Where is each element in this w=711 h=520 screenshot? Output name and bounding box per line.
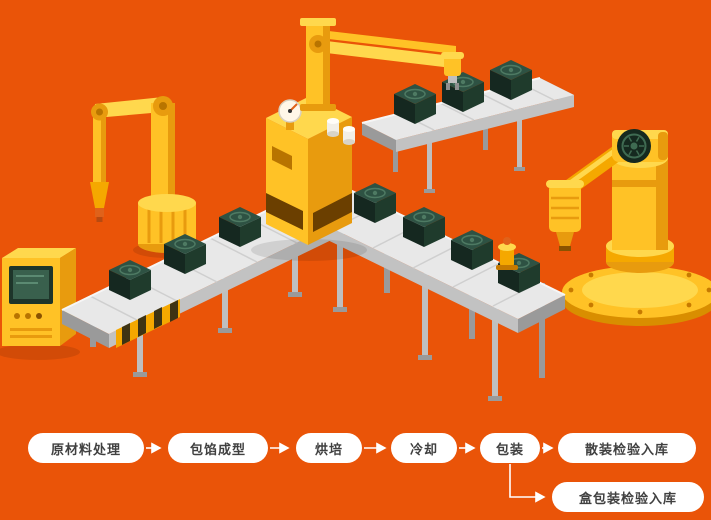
flow-node-filling-forming: 包馅成型 [168, 433, 268, 463]
packing-robot-arm [546, 129, 711, 326]
oven-entry-opening [266, 193, 303, 230]
motor-fan-disc-icon [617, 129, 651, 163]
oven-exit-opening [313, 193, 352, 232]
flow-node-packaging: 包装 [480, 433, 540, 463]
flow-node-raw-material-processing: 原材料处理 [28, 433, 144, 463]
valve-unit [496, 237, 518, 270]
raw-material-robot-arm [90, 96, 201, 258]
flow-node-box-inspection-storage: 盒包装检验入库 [552, 482, 704, 512]
flow-node-cooling: 冷却 [391, 433, 457, 463]
hazard-stripe-panel [116, 299, 180, 348]
process-flowchart: 原材料处理 包馅成型 烘培 冷却 包装 散装检验入库 盒包装检验入库 [0, 420, 711, 520]
oven-panel [272, 146, 292, 170]
console-button [36, 313, 42, 319]
overhead-gantry-arm [300, 18, 464, 111]
baking-oven [251, 96, 367, 261]
robot-wrist-gripper [546, 180, 584, 251]
flow-node-baking: 烘培 [296, 433, 362, 463]
factory-illustration [0, 18, 711, 401]
flow-connectors [146, 442, 554, 503]
flow-node-bulk-inspection-storage: 散装检验入库 [558, 433, 696, 463]
filter-cylinders-icon [327, 118, 355, 145]
flow-branch-arrow [509, 464, 546, 503]
pressure-gauge-icon [278, 99, 302, 130]
console-button [25, 313, 31, 319]
cooling-conveyor [303, 182, 566, 401]
control-console [0, 248, 80, 360]
gantry-gripper-icon [448, 76, 457, 83]
robot-nozzle-icon [90, 182, 109, 208]
upper-outfeed-conveyor [361, 59, 574, 193]
console-button [14, 313, 20, 319]
